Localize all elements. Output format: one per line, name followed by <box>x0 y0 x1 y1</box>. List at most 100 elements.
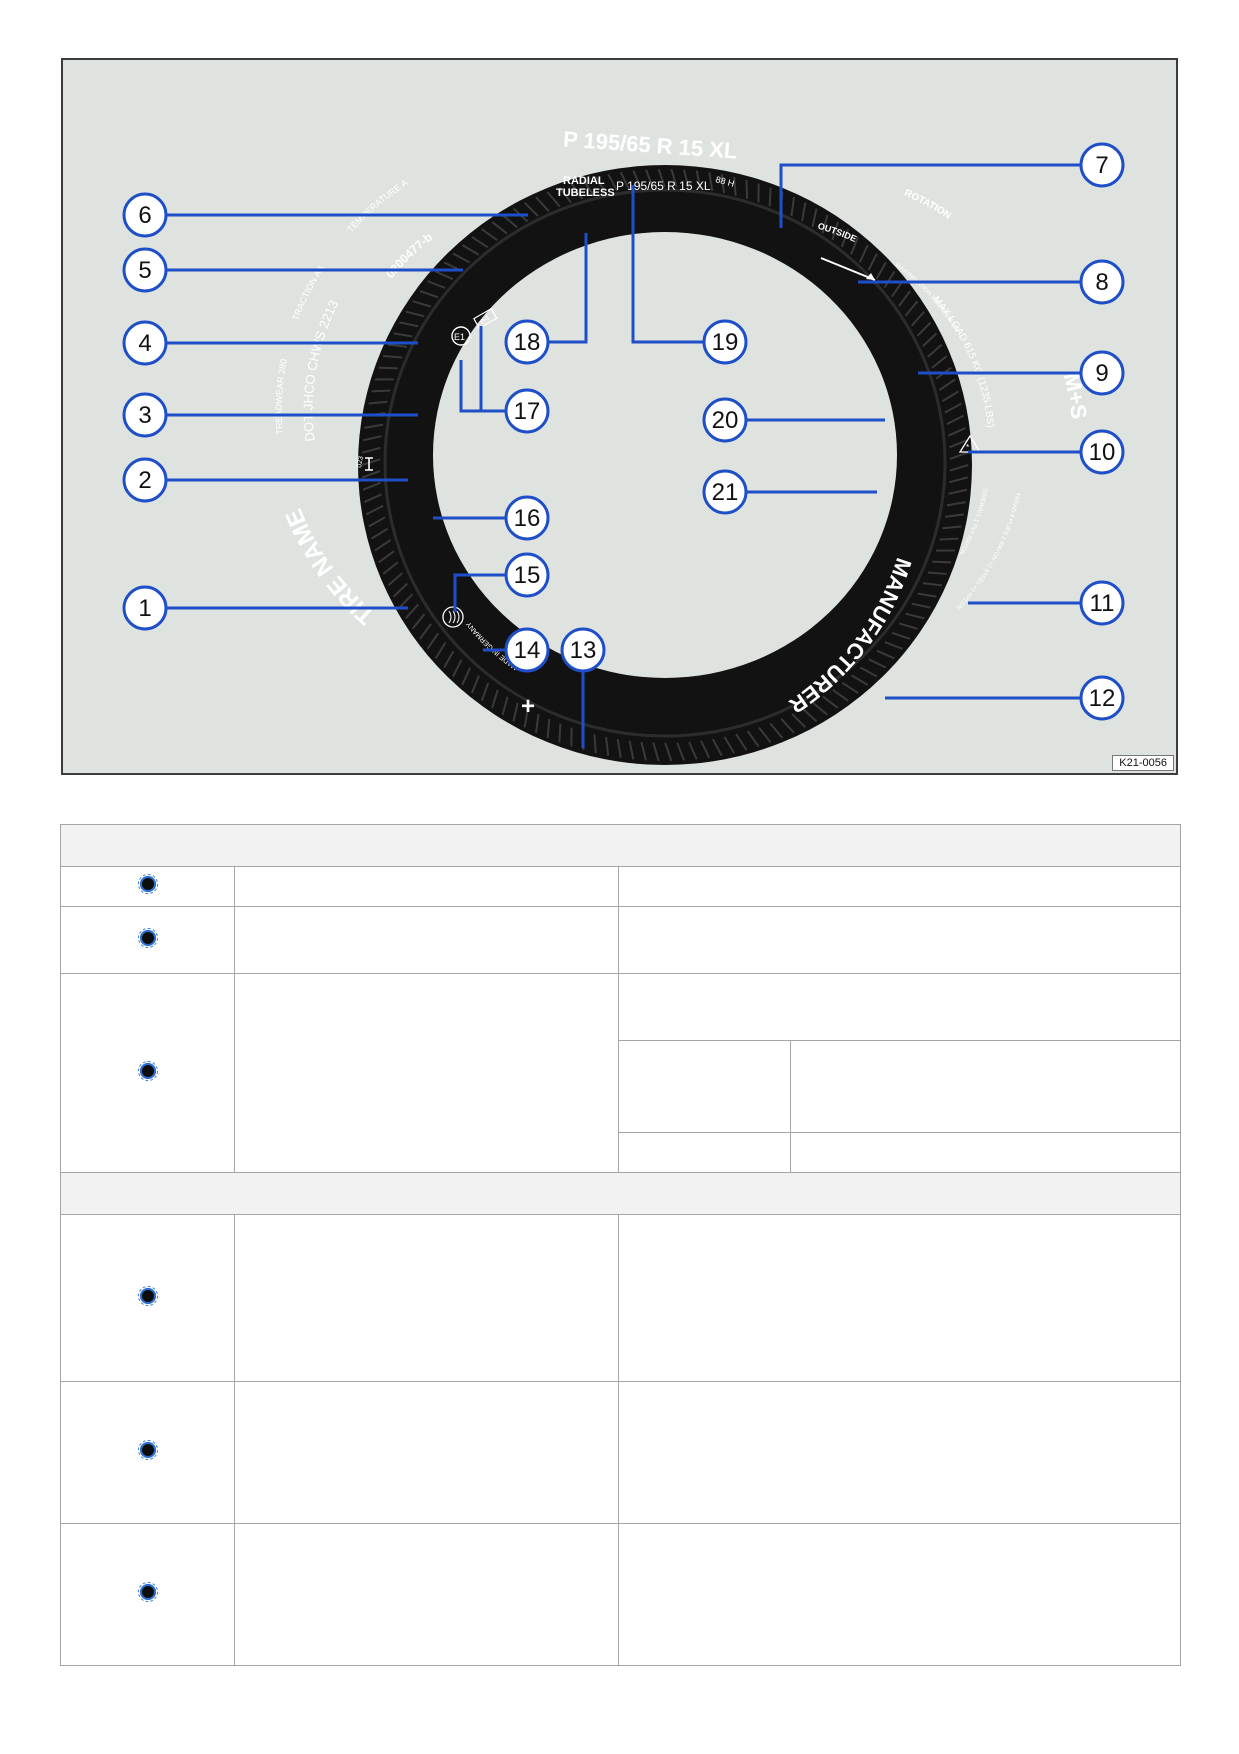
tread-groove <box>733 176 737 196</box>
table-header-row <box>60 824 1181 867</box>
subtable-cell <box>618 1132 791 1173</box>
tread-groove <box>850 236 860 255</box>
tread-groove <box>605 736 610 756</box>
tread-groove <box>946 501 966 507</box>
callout-number: 4 <box>138 330 151 357</box>
tread-groove <box>898 622 918 630</box>
callout-number: 16 <box>514 505 541 532</box>
callout-circle <box>702 319 748 365</box>
tread-groove <box>652 742 660 762</box>
tread-groove <box>683 169 690 189</box>
table-cell <box>234 906 619 974</box>
callout-10: 10 <box>968 429 1125 475</box>
tread-groove <box>859 666 878 678</box>
tread-groove <box>387 572 404 587</box>
bullet-icon <box>137 1060 158 1081</box>
callout-circle <box>1079 675 1125 721</box>
tread-groove <box>582 179 595 197</box>
figure-id-label: K21-0056 <box>1112 755 1174 771</box>
tread-groove <box>944 513 964 518</box>
tire-shoulder <box>383 188 947 738</box>
callout-number: 20 <box>712 407 739 434</box>
svg-text:e4: e4 <box>478 313 492 327</box>
tread-groove <box>938 378 956 391</box>
callout-20: 20 <box>702 397 885 443</box>
tread-groove <box>435 270 454 281</box>
tread-groove <box>780 718 795 734</box>
callout-leader-line <box>631 185 703 344</box>
table-cell <box>618 906 1181 974</box>
tread-groove <box>628 740 635 760</box>
tread-groove <box>412 300 432 308</box>
table-cell <box>618 1381 1181 1524</box>
bullet-cell <box>60 1214 235 1382</box>
svg-text:0200477-b: 0200477-b <box>383 230 435 281</box>
tire-diagram: P 195/65 R 15 XL P 195/65 R 15 XL 88 H R… <box>122 126 1125 765</box>
tread-groove <box>378 550 395 564</box>
subtable-row <box>61 1132 1181 1173</box>
svg-text:E1: E1 <box>454 332 465 342</box>
callout-circle <box>560 627 606 673</box>
callout-11: 11 <box>968 580 1125 626</box>
tread-groove <box>922 332 938 348</box>
callout-number: 2 <box>138 467 151 494</box>
tread-groove <box>931 355 948 369</box>
table-row <box>60 973 1181 1173</box>
bullet-icon <box>137 927 158 948</box>
tread-groove <box>801 707 818 723</box>
tread-groove <box>374 539 392 552</box>
tread-groove <box>361 458 381 466</box>
tread-groove <box>523 201 539 217</box>
tread-groove <box>501 696 509 716</box>
callout-circle <box>1079 580 1125 626</box>
callout-8: 8 <box>858 259 1125 305</box>
table-row <box>60 866 1181 907</box>
tread-groove <box>535 196 550 212</box>
tread-groove <box>768 187 772 207</box>
callout-circle <box>702 397 748 443</box>
callout-12: 12 <box>885 675 1125 721</box>
tread-groove <box>883 271 896 289</box>
callout-number: 8 <box>1095 269 1108 296</box>
tread-groove <box>941 390 960 403</box>
callout-circle <box>1079 259 1125 305</box>
tread-groove <box>720 174 725 194</box>
tread-groove <box>801 202 807 222</box>
tread-groove <box>884 641 903 650</box>
tread-groove <box>745 179 749 199</box>
bullet-icon <box>137 1285 158 1306</box>
tread-groove <box>378 366 398 370</box>
tread-groove <box>769 722 784 739</box>
tread-groove <box>949 476 968 484</box>
tread-groove <box>876 649 895 660</box>
callout-19: 19 <box>631 185 748 365</box>
tread-groove <box>858 244 869 263</box>
callout-number: 12 <box>1089 685 1116 712</box>
table-row <box>60 906 1181 974</box>
tread-groove <box>480 682 490 702</box>
tread-groove <box>868 658 887 669</box>
callout-number: 17 <box>514 398 541 425</box>
plus-mark: + <box>521 693 535 720</box>
tread-groove <box>911 602 931 609</box>
table-row <box>60 1214 1181 1382</box>
ece-code-icon: e4 <box>473 307 498 330</box>
callout-9: 9 <box>918 350 1125 396</box>
tread-groove <box>822 695 839 709</box>
tread-groove <box>370 527 389 540</box>
callout-number: 21 <box>712 479 739 506</box>
bullet-cell <box>60 1381 235 1524</box>
tread-groove <box>811 208 818 228</box>
tread-groove <box>419 290 439 299</box>
callout-number: 9 <box>1095 360 1108 387</box>
tread-groove <box>927 571 947 575</box>
callout-7: 7 <box>779 142 1125 228</box>
rotation-arrow-icon <box>820 257 876 281</box>
indicator-code-marking: 023 <box>356 456 365 469</box>
callout-circle <box>122 320 168 366</box>
tread-groove <box>632 170 642 189</box>
callout-number: 11 <box>1090 590 1115 617</box>
svg-text:DOT JHCO CHWS 2213: DOT JHCO CHWS 2213 <box>301 298 342 443</box>
tread-groove <box>949 464 969 472</box>
tread-groove <box>371 389 391 393</box>
